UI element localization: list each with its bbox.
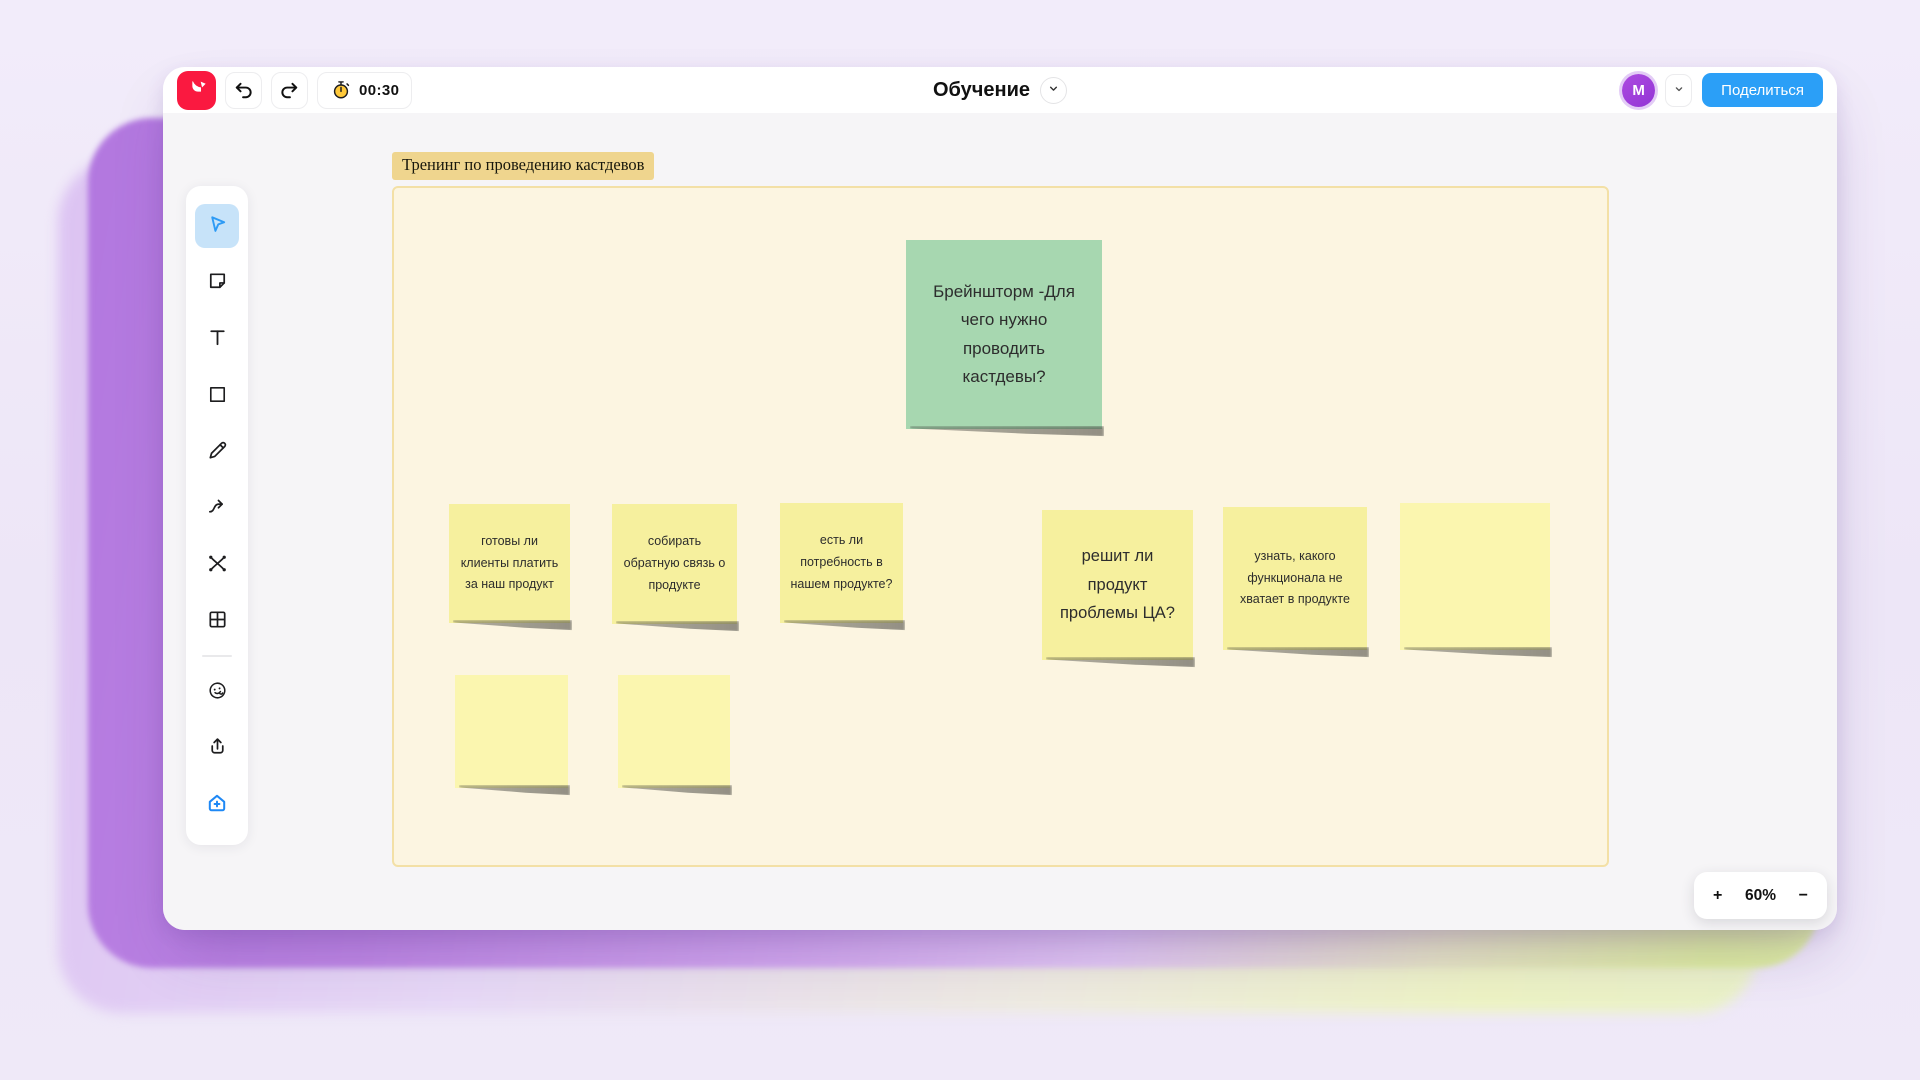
grid-frame-icon: [206, 608, 229, 634]
sticky-note[interactable]: есть ли потребность в нашем продукте?: [780, 503, 903, 623]
timer-button[interactable]: 00:30: [317, 71, 413, 109]
chevron-down-icon: [1673, 83, 1685, 98]
home-plus-icon: [205, 791, 229, 818]
board-title-menu-button[interactable]: [1040, 76, 1068, 104]
sticky-note[interactable]: решит ли продукт проблемы ЦА?: [1042, 510, 1193, 660]
avatar-menu-button[interactable]: [1665, 73, 1693, 107]
tool-connector[interactable]: [195, 486, 239, 530]
toolbar-divider: [202, 655, 232, 658]
sticky-text: Брейншторм -Для чего нужно проводить кас…: [933, 282, 1075, 386]
sticky-text: готовы ли клиенты платить за наш продукт: [460, 533, 559, 592]
zoom-out-button[interactable]: −: [1795, 883, 1812, 909]
board-canvas[interactable]: Тренинг по проведению кастдевов Брейншто…: [163, 113, 1837, 930]
board-title-group: Обучение: [932, 67, 1068, 113]
cursor-icon: [206, 213, 229, 239]
tool-sticky-note[interactable]: [195, 261, 239, 305]
tool-text[interactable]: [195, 317, 239, 361]
sticky-note-icon: [206, 270, 229, 296]
tool-mind-map[interactable]: [195, 543, 239, 587]
sticky-note-empty[interactable]: [1400, 503, 1550, 650]
frame-title[interactable]: Тренинг по проведению кастдевов: [392, 152, 655, 180]
undo-button[interactable]: [225, 71, 262, 109]
tool-panel: [186, 186, 248, 845]
topbar: 00:30 Обучение M По: [163, 67, 1837, 113]
app-window: 00:30 Обучение M По: [163, 67, 1837, 930]
text-icon: [206, 326, 229, 352]
sticky-note[interactable]: узнать, какого функционала не хватает в …: [1223, 507, 1367, 650]
sticker-face-icon: [206, 679, 229, 705]
sticky-note-green[interactable]: Брейншторм -Для чего нужно проводить кас…: [906, 240, 1102, 429]
zoom-level: 60%: [1744, 886, 1777, 904]
sticky-note[interactable]: готовы ли клиенты платить за наш продукт: [449, 504, 570, 623]
redo-icon: [279, 80, 300, 101]
stopwatch-icon: [330, 79, 352, 101]
logo-icon: [185, 76, 209, 105]
tool-select[interactable]: [195, 204, 239, 249]
timer-value: 00:30: [359, 81, 400, 99]
board-title: Обучение: [932, 78, 1031, 101]
undo-icon: [233, 80, 254, 101]
tool-upload[interactable]: [195, 726, 239, 770]
zoom-control: + 60% −: [1694, 872, 1827, 919]
sticky-text: узнать, какого функционала не хватает в …: [1240, 548, 1350, 607]
share-button[interactable]: Поделиться: [1702, 73, 1823, 107]
tool-sticker[interactable]: [195, 670, 239, 714]
pencil-icon: [206, 439, 229, 465]
upload-icon: [206, 735, 229, 761]
sticky-note[interactable]: собирать обратную связь о продукте: [612, 504, 737, 624]
tool-add-to-home[interactable]: [195, 783, 239, 827]
connector-arrow-icon: [206, 495, 229, 521]
mind-map-icon: [206, 552, 229, 578]
tool-frame[interactable]: [195, 599, 239, 643]
tool-pencil[interactable]: [195, 430, 239, 474]
tool-shape[interactable]: [195, 374, 239, 418]
sticky-text: собирать обратную связь о продукте: [623, 534, 726, 592]
sticky-text: есть ли потребность в нашем продукте?: [790, 533, 893, 591]
sticky-note-empty[interactable]: [618, 675, 730, 788]
redo-button[interactable]: [271, 71, 308, 109]
avatar[interactable]: M: [1622, 73, 1656, 107]
sticky-note-empty[interactable]: [455, 675, 568, 788]
rectangle-icon: [206, 383, 229, 409]
zoom-in-button[interactable]: +: [1709, 883, 1726, 909]
app-logo[interactable]: [177, 70, 216, 110]
sticky-text: решит ли продукт проблемы ЦА?: [1060, 546, 1175, 623]
chevron-down-icon: [1047, 82, 1060, 98]
